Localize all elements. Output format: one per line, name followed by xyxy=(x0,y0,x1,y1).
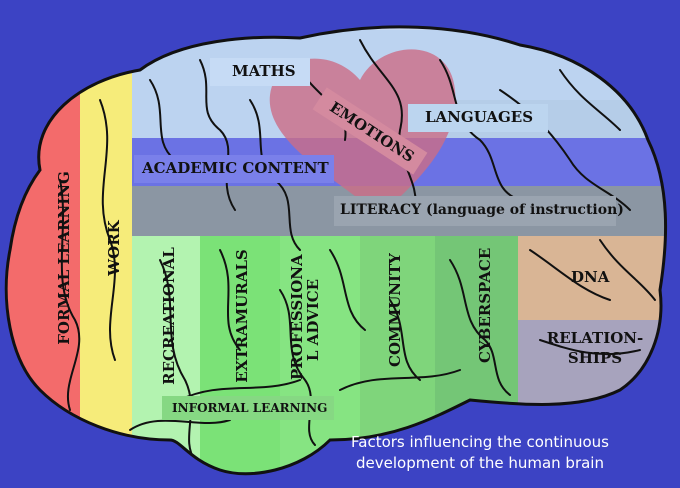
dna-region xyxy=(518,236,666,320)
maths-box xyxy=(210,58,310,86)
professional-advice-label: PROFESSIONA L ADVICE xyxy=(288,254,322,380)
literacy-label: LITERACY (language of instruction) xyxy=(340,202,624,218)
dna-label: DNA xyxy=(571,268,610,286)
formal-learning-label: FORMAL LEARNING xyxy=(55,171,73,345)
cyberspace-label: CYBERSPACE xyxy=(476,247,494,363)
extramurals-column xyxy=(200,236,280,474)
community-label: COMMUNITY xyxy=(386,253,404,367)
literacy-box xyxy=(334,196,616,226)
academic-content-label: ACADEMIC CONTENT xyxy=(142,159,329,177)
recreational-label: RECREATIONAL xyxy=(160,247,178,385)
maths-label: MATHS xyxy=(232,62,296,80)
relationships-label: RELATION- SHIPS xyxy=(546,329,644,367)
work-column xyxy=(80,26,132,474)
brain-folds xyxy=(59,39,656,461)
caption-line-1: Factors influencing the continuous xyxy=(351,433,609,451)
caption: Factors influencing the continuous devel… xyxy=(330,432,630,474)
informal-learning-box xyxy=(162,396,334,420)
academic-content-box xyxy=(134,155,334,183)
informal-learning-label: INFORMAL LEARNING xyxy=(172,401,328,415)
caption-line-2: development of the human brain xyxy=(356,454,604,472)
work-label: WORK xyxy=(105,220,123,276)
languages-label: LANGUAGES xyxy=(425,108,534,126)
extramurals-label: EXTRAMURALS xyxy=(233,249,251,383)
languages-box xyxy=(408,104,548,132)
brain-outline xyxy=(4,25,668,476)
